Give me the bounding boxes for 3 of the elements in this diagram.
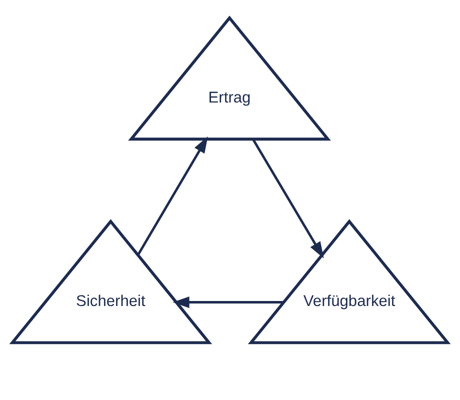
arrow bbox=[137, 136, 208, 255]
arrow bbox=[172, 296, 284, 308]
arrow bbox=[252, 138, 324, 258]
